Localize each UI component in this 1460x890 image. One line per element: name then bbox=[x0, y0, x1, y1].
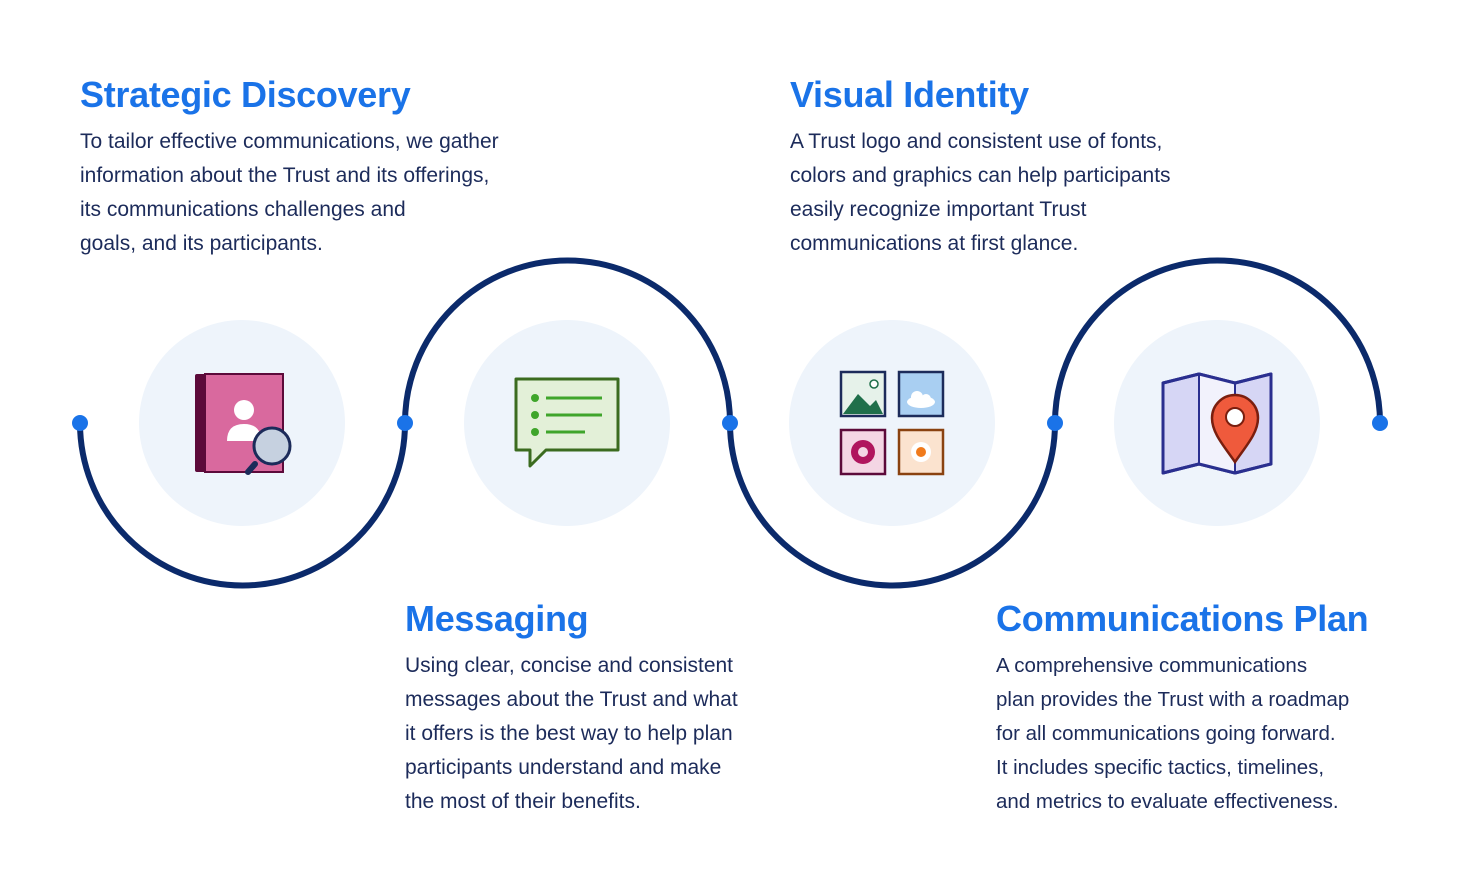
step-description-visual-identity: A Trust logo and consistent use of fonts… bbox=[790, 125, 1171, 261]
description-line: colors and graphics can help participant… bbox=[790, 164, 1171, 187]
description-line: messages about the Trust and what bbox=[405, 688, 738, 711]
description-line: its communications challenges and bbox=[80, 198, 406, 221]
path-node-5 bbox=[1372, 415, 1388, 431]
path-node-3 bbox=[722, 415, 738, 431]
description-line: information about the Trust and its offe… bbox=[80, 164, 490, 187]
step-title-visual-identity: Visual Identity bbox=[790, 74, 1029, 115]
path-node-4 bbox=[1047, 415, 1063, 431]
description-line: participants understand and make bbox=[405, 756, 722, 779]
description-line: plan provides the Trust with a roadmap bbox=[996, 688, 1350, 711]
description-line: the most of their benefits. bbox=[405, 790, 641, 813]
description-line: it offers is the best way to help plan bbox=[405, 722, 733, 745]
step-title-strategic-discovery: Strategic Discovery bbox=[80, 74, 411, 115]
step-description-communications-plan: A comprehensive communications plan prov… bbox=[996, 649, 1349, 819]
description-line: goals, and its participants. bbox=[80, 232, 323, 255]
description-line: Using clear, concise and consistent bbox=[405, 654, 734, 677]
map-pin-icon bbox=[1161, 372, 1273, 475]
description-line: It includes specific tactics, timelines, bbox=[996, 756, 1325, 779]
contact-book-magnifier-icon bbox=[195, 373, 292, 475]
chat-list-icon bbox=[514, 377, 620, 468]
description-line: and metrics to evaluate effectiveness. bbox=[996, 790, 1339, 813]
description-line: communications at first glance. bbox=[790, 232, 1079, 255]
description-line: easily recognize important Trust bbox=[790, 198, 1087, 221]
description-line: A Trust logo and consistent use of fonts… bbox=[790, 130, 1163, 153]
description-line: A comprehensive communications bbox=[996, 654, 1308, 677]
path-node-2 bbox=[397, 415, 413, 431]
step-description-strategic-discovery: To tailor effective communications, we g… bbox=[80, 125, 499, 261]
image-grid-icon bbox=[839, 370, 945, 476]
description-line: To tailor effective communications, we g… bbox=[80, 130, 499, 153]
icon-circle-3 bbox=[789, 320, 995, 526]
step-title-communications-plan: Communications Plan bbox=[996, 598, 1369, 639]
step-title-messaging: Messaging bbox=[405, 598, 589, 639]
path-node-1 bbox=[72, 415, 88, 431]
step-description-messaging: Using clear, concise and consistent mess… bbox=[405, 649, 738, 819]
description-line: for all communications going forward. bbox=[996, 722, 1336, 745]
